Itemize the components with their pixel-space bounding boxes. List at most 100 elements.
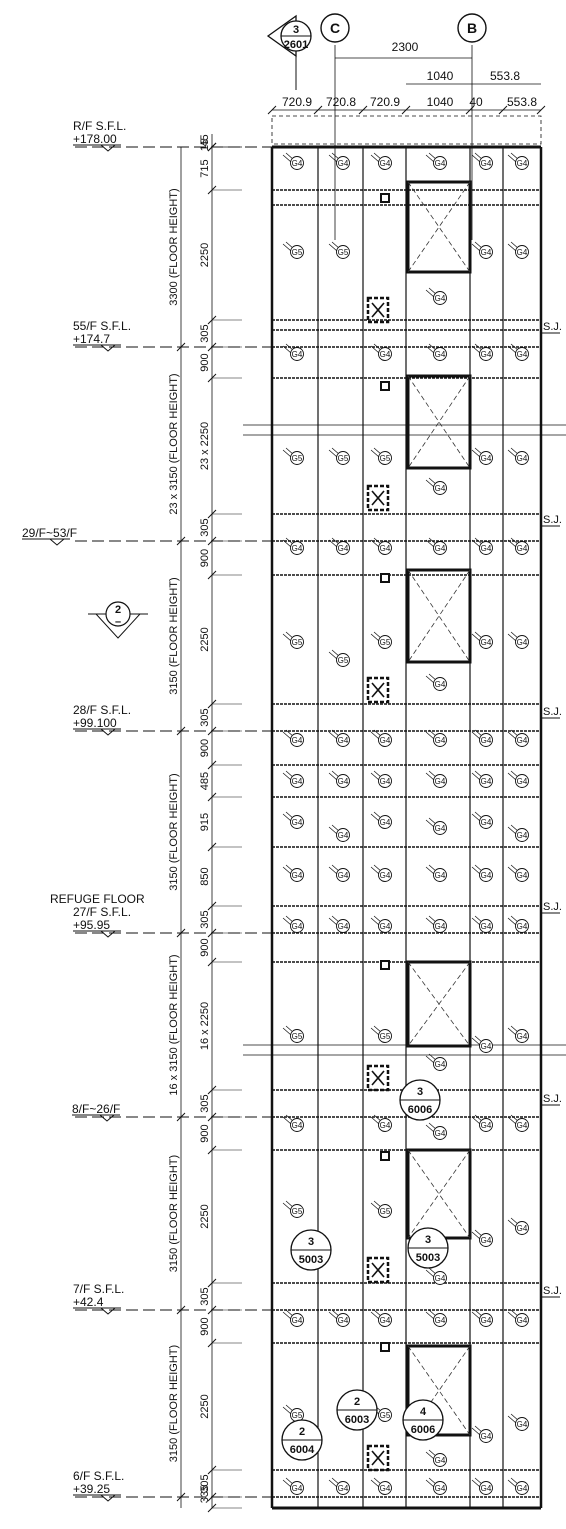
glass-hatch (471, 1427, 481, 1436)
open-panel-frame (406, 374, 472, 470)
glass-tag-text: G5 (338, 248, 349, 257)
glass-hatch (370, 345, 380, 354)
glass-tag: G4 (328, 1477, 350, 1495)
glass-tag-circle (479, 1429, 493, 1443)
open-panel-frame (406, 180, 472, 274)
glass-tag-circle (378, 156, 392, 170)
glass-tag-circle (433, 868, 447, 882)
glass-tag-text: G5 (292, 248, 303, 257)
glass-tag-text: G4 (338, 777, 349, 786)
level-text: +95.95 (73, 918, 110, 932)
glass-tag-text: G4 (435, 1060, 446, 1069)
glass-tag-circle (433, 677, 447, 691)
glass-tag-circle (479, 919, 493, 933)
glass-hatch (507, 866, 517, 875)
vent-marker-inner (382, 1153, 388, 1159)
glass-tag-text: G4 (517, 1484, 528, 1493)
glass-tag: G4 (471, 915, 493, 933)
glass-tag: G4 (370, 152, 392, 170)
dim-text: 16 x 2250 (199, 1002, 211, 1050)
level-text: 28/F S.F.L. (73, 703, 131, 717)
glass-tag-text: G4 (292, 1121, 303, 1130)
glass-tag: G4 (507, 1477, 529, 1495)
glass-tag-circle (290, 1313, 304, 1327)
glass-hatch (370, 866, 380, 875)
vent-box (366, 296, 390, 324)
glass-tag-circle (290, 868, 304, 882)
glass-tag-text: G4 (435, 736, 446, 745)
glass-tag: G4 (328, 1309, 350, 1327)
glass-tag-circle (378, 1408, 392, 1422)
glass-tag-text: G4 (435, 484, 446, 493)
glass-tag-circle (378, 347, 392, 361)
glass-tag-text: G4 (481, 1121, 492, 1130)
level-text: 8/F~26/F (72, 1102, 120, 1116)
glass-tag-circle (336, 1313, 350, 1327)
glass-tag: G4 (425, 152, 447, 170)
sj-label: S.J. (543, 321, 562, 333)
glass-tag: G4 (282, 1477, 304, 1495)
sj-label: S.J. (543, 901, 562, 913)
glass-tag: G4 (507, 729, 529, 747)
glass-tag: G4 (507, 152, 529, 170)
glass-hatch (328, 917, 338, 926)
glass-hatch (471, 633, 481, 642)
glass-hatch (507, 633, 517, 642)
glass-tag-circle (433, 291, 447, 305)
level-datum-triangle (99, 930, 117, 938)
glass-hatch (471, 345, 481, 354)
glass-hatch (328, 539, 338, 548)
glass-tag-text: G4 (481, 248, 492, 257)
glass-tag: G4 (471, 241, 493, 259)
glass-tag: G4 (282, 343, 304, 361)
glass-tag-text: G4 (517, 871, 528, 880)
level-text: 27/F S.F.L. (73, 905, 131, 919)
top-dim-tick (465, 105, 475, 115)
glass-tag: G4 (370, 537, 392, 555)
glass-tag-text: G4 (380, 871, 391, 880)
glass-hatch (425, 539, 435, 548)
dim-text: 305 (199, 708, 211, 726)
glass-tag-circle (378, 1204, 392, 1218)
glass-tag-text: G4 (338, 544, 349, 553)
glass-tag-text: G4 (380, 159, 391, 168)
glass-tag-text: G4 (338, 831, 349, 840)
glass-tag-circle (336, 919, 350, 933)
glass-tag: G4 (328, 824, 350, 842)
glass-tag-text: G4 (517, 777, 528, 786)
glass-tag-circle (515, 868, 529, 882)
glass-hatch (507, 1311, 517, 1320)
vent-cross (371, 1262, 385, 1278)
glass-hatch (471, 154, 481, 163)
glass-tag-circle (515, 451, 529, 465)
glass-tag-circle (378, 1313, 392, 1327)
glass-hatch (328, 866, 338, 875)
glass-hatch (328, 651, 338, 660)
vent-cross (371, 490, 385, 506)
glass-hatch (425, 675, 435, 684)
glass-tag: G5 (370, 631, 392, 649)
glass-tag-text: G4 (338, 1484, 349, 1493)
glass-tag-text: G4 (292, 350, 303, 359)
glass-tag-text: G4 (338, 922, 349, 931)
level-datum-triangle (99, 1494, 117, 1502)
glass-tag: G4 (507, 537, 529, 555)
glass-tag: G4 (282, 537, 304, 555)
glass-hatch (282, 1479, 292, 1488)
glass-tag-circle (479, 1039, 493, 1053)
glass-tag: G4 (471, 1229, 493, 1247)
glass-tag-circle (336, 451, 350, 465)
glass-hatch (282, 1202, 292, 1211)
glass-hatch (282, 539, 292, 548)
glass-tag-text: G5 (292, 638, 303, 647)
glass-tag: G4 (328, 537, 350, 555)
level-datum-triangle (99, 144, 117, 152)
glass-hatch (471, 1479, 481, 1488)
glass-hatch (425, 866, 435, 875)
level-datum-triangle (99, 344, 117, 352)
